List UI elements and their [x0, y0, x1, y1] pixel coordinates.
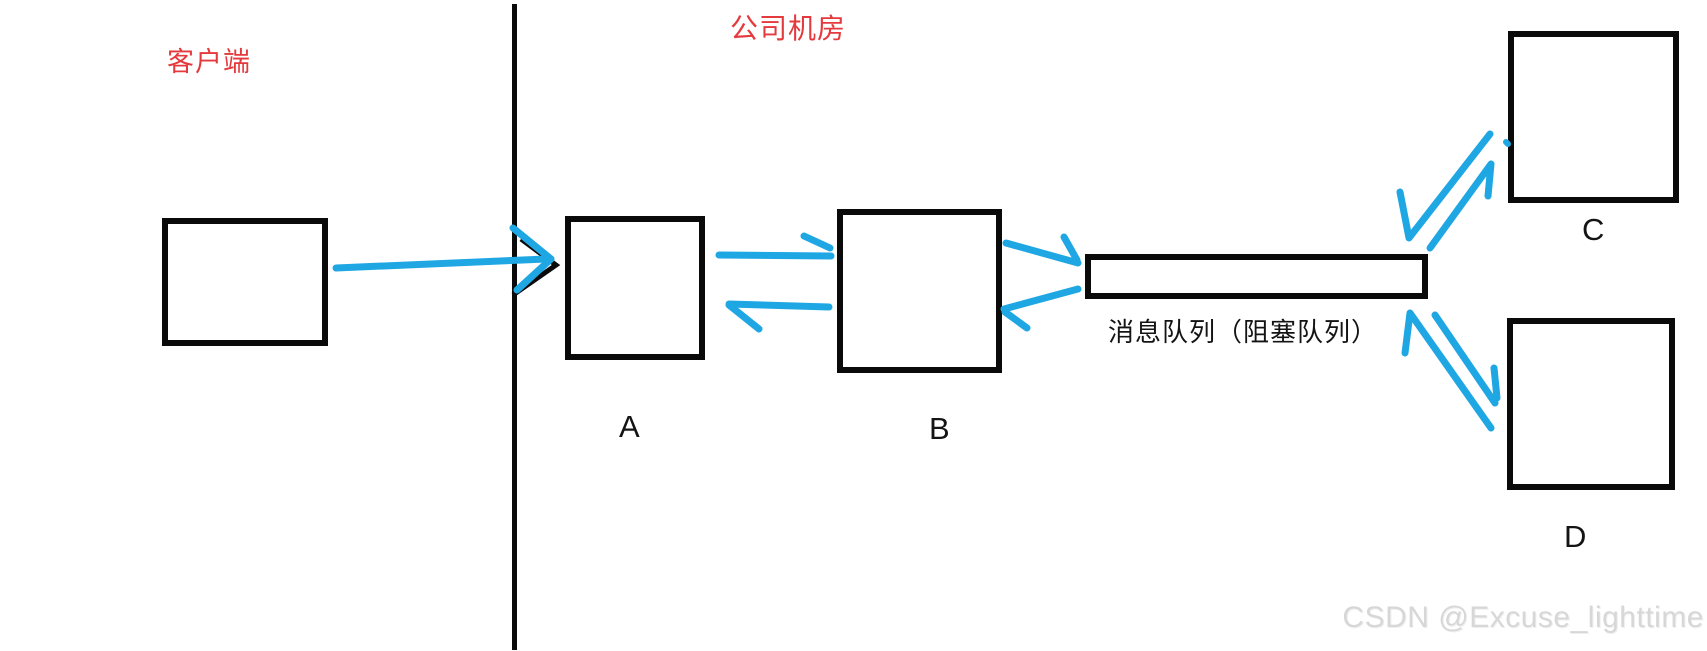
arrowhead	[800, 232, 834, 252]
arrowhead	[1001, 308, 1031, 332]
arrow-shaft	[725, 300, 833, 311]
arrowhead-black-under	[511, 236, 561, 298]
client-zone-label: 客户端	[167, 47, 251, 77]
server-c-label: C	[1582, 212, 1605, 247]
arrowhead	[725, 301, 763, 333]
arrow-queue-to-c	[1426, 160, 1495, 252]
server-b-label: B	[929, 411, 950, 446]
server-d-label: D	[1564, 519, 1587, 554]
arrow-queue-to-d	[1431, 311, 1501, 407]
server-a-label: A	[619, 409, 640, 444]
arrow-shaft-with-head	[1396, 130, 1494, 242]
arrow-queue-to-b	[1000, 285, 1082, 332]
message-queue-label: 消息队列（阻塞队列）	[1108, 317, 1379, 347]
arrow-c-to-queue	[1396, 130, 1511, 242]
arrowhead	[1060, 233, 1081, 264]
server-a-box	[565, 216, 705, 360]
arrow-shaft	[1431, 311, 1499, 407]
zone-divider-line	[512, 4, 517, 650]
arrow-shaft	[1002, 239, 1082, 267]
arrowhead	[1490, 364, 1501, 402]
server-zone-label: 公司机房	[730, 13, 847, 44]
arrow-b-to-queue	[1002, 233, 1082, 267]
message-queue-box	[1085, 254, 1428, 299]
arrow-d-to-queue	[1401, 309, 1495, 432]
server-b-box	[837, 209, 1002, 373]
arrow-b-to-a	[725, 300, 833, 333]
arrow-shaft	[1000, 285, 1082, 313]
server-d-box	[1507, 318, 1675, 490]
arrow-shaft-with-head	[1426, 160, 1495, 252]
arrow-shaft-with-head	[1401, 309, 1495, 432]
arrow-shaft	[715, 251, 835, 260]
watermark: CSDN @Excuse_lighttime	[1342, 601, 1704, 634]
arrow-client-to-server-room	[332, 224, 561, 298]
arrow-a-to-b	[715, 232, 835, 260]
client-box	[162, 218, 328, 346]
server-c-box	[1508, 31, 1679, 203]
arrowhead	[509, 224, 555, 294]
